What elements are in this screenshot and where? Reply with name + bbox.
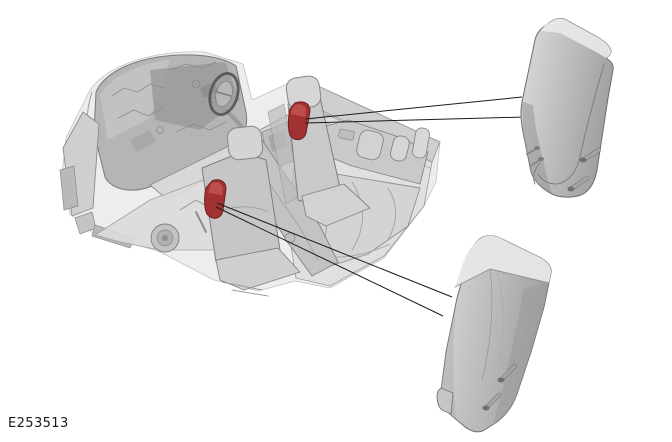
mounting-clips <box>526 146 544 167</box>
stud-base <box>497 377 505 383</box>
seat-rail <box>231 289 269 297</box>
callout-leader-lines <box>215 96 525 317</box>
pedal <box>195 211 207 233</box>
figure-label: E253513 <box>8 416 69 431</box>
clip-base <box>538 157 544 161</box>
leader-line <box>304 96 523 120</box>
driver-headrest <box>226 125 264 161</box>
module-top-bevel <box>541 18 611 58</box>
leader-line <box>215 206 444 317</box>
steering-spoke <box>216 91 232 97</box>
cushion-seam <box>351 181 363 251</box>
vehicle-interior-cutaway <box>59 51 441 297</box>
module-bottom-bracket <box>436 387 454 415</box>
seat-rail <box>221 281 263 291</box>
module-hook <box>533 162 541 185</box>
highlighted-module-upper <box>288 101 311 141</box>
bench-headrest <box>390 135 410 162</box>
clip-pin <box>529 159 541 167</box>
mounting-stud <box>569 176 589 191</box>
side-airbag-sheen <box>291 104 306 117</box>
airbag-module-detail-lower <box>436 235 552 433</box>
leader-line <box>216 202 453 298</box>
mounting-studs <box>567 147 602 192</box>
clip-base <box>534 146 540 150</box>
module-right-shade <box>493 283 549 425</box>
module-crease-long <box>481 268 493 381</box>
mounting-stud <box>581 148 601 162</box>
clip-pin <box>526 148 537 155</box>
side-airbag-sheen <box>209 182 223 195</box>
passenger-seat <box>267 75 371 227</box>
passenger-seat-cushion <box>301 183 371 227</box>
pillar-bracket <box>59 165 79 211</box>
stud-base <box>579 157 587 163</box>
highlighted-module-lower <box>204 179 227 219</box>
stud-base <box>567 186 575 192</box>
leader-line <box>304 116 525 124</box>
module-crease-light <box>496 272 505 361</box>
door-latch-detail <box>338 128 355 141</box>
steering-column <box>224 108 247 132</box>
bench-headrest <box>356 129 384 161</box>
module-seam-light <box>575 61 599 153</box>
module-left-shade <box>440 298 457 419</box>
shifter-knob <box>284 232 296 244</box>
stud-base <box>482 405 490 411</box>
hub-center <box>162 235 168 241</box>
module-seam <box>537 63 605 185</box>
bench-headrest <box>412 127 430 159</box>
cushion-seam <box>387 187 396 241</box>
steering-rim <box>208 72 240 116</box>
engine-mount <box>130 130 156 152</box>
mounting-studs <box>482 363 518 411</box>
driver-seat-seam <box>223 206 269 213</box>
driver-seat-cushion <box>215 247 301 291</box>
mounting-stud <box>499 364 517 382</box>
mounting-stud <box>484 393 501 410</box>
steering-wheel <box>208 72 247 132</box>
airbag-module-detail-upper <box>520 18 614 198</box>
